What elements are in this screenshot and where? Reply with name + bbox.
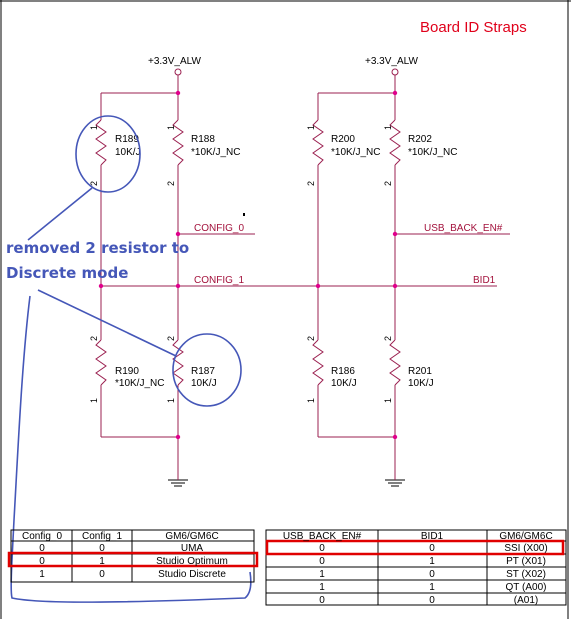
right-table-highlight-row <box>265 539 565 556</box>
pin-number: 1 <box>166 398 176 403</box>
pin-number: 1 <box>306 398 316 403</box>
left-table-highlight-row <box>7 551 259 568</box>
pin-number: 2 <box>89 181 99 186</box>
right-table-cell: SSI (X00) <box>504 543 547 554</box>
right-table-header: USB_BACK_EN# <box>283 531 362 542</box>
left-table-text: Config_0 Config_1 GM6/GM6C 0 0 UMA 0 1 S… <box>22 531 228 580</box>
pointer-line <box>37 289 177 357</box>
net-usb-back-en-label: USB_BACK_EN# <box>424 223 503 234</box>
left-table-cell: 1 <box>39 569 45 580</box>
r200-name: R200 <box>331 134 355 145</box>
right-circuit <box>255 68 510 465</box>
junction <box>315 283 321 289</box>
junction <box>175 283 181 289</box>
left-table-header: Config_1 <box>82 531 122 542</box>
junction <box>392 434 398 440</box>
right-table-header: BID1 <box>421 531 444 542</box>
power-label-left: +3.3V_ALW <box>148 56 201 67</box>
r189-name: R189 <box>115 134 139 145</box>
pin-number: 1 <box>306 125 316 130</box>
left-table-header: Config_0 <box>22 531 62 542</box>
net-bid1-label: BID1 <box>473 275 496 286</box>
ground-symbol-right <box>385 465 405 487</box>
right-table-cell: 0 <box>319 543 325 554</box>
pin-number: 1 <box>89 398 99 403</box>
pin-number: 2 <box>306 181 316 186</box>
left-table-cell: 1 <box>99 556 105 567</box>
right-table-cell: 1 <box>319 582 325 593</box>
junction <box>175 434 181 440</box>
left-table-cell: 0 <box>39 556 45 567</box>
right-table-cell: 0 <box>319 556 325 567</box>
annotation-drawings <box>10 115 252 603</box>
right-table-header: GM6/GM6C <box>499 531 552 542</box>
right-table-cell: 0 <box>429 595 435 606</box>
junction <box>392 283 398 289</box>
junction <box>392 231 398 237</box>
left-table-cell: Studio Discrete <box>158 569 226 580</box>
right-table-cell: PT (X01) <box>506 556 546 567</box>
ground-symbol-left <box>168 465 188 487</box>
net-config1-label: CONFIG_1 <box>194 275 244 286</box>
junction <box>98 283 104 289</box>
power-label-right: +3.3V_ALW <box>365 56 418 67</box>
left-table-cell: Studio Optimum <box>156 556 228 567</box>
r186-value: 10K/J <box>331 378 357 389</box>
r202-value: *10K/J_NC <box>408 147 457 158</box>
highlight-circle-r189 <box>75 115 141 193</box>
r186-name: R186 <box>331 366 355 377</box>
pin-number: 2 <box>306 336 316 341</box>
right-table-cell: QT (A00) <box>506 582 547 593</box>
right-table-cell: (A01) <box>514 595 538 606</box>
r190-value: *10K/J_NC <box>115 378 164 389</box>
left-table-header: GM6/GM6C <box>165 531 218 542</box>
pin-number: 1 <box>383 125 393 130</box>
power-pin-left <box>174 68 182 76</box>
r187-value: 10K/J <box>191 378 217 389</box>
highlight-circle-r187 <box>172 333 242 407</box>
annotation-line-1: removed 2 resistor to <box>6 239 189 257</box>
junction <box>175 90 181 96</box>
r189-value: 10K/J <box>115 147 141 158</box>
r201-value: 10K/J <box>408 378 434 389</box>
left-table-cell: 0 <box>39 543 45 554</box>
right-table-cell: 0 <box>429 569 435 580</box>
pin-number: 2 <box>383 181 393 186</box>
right-table-cell: 1 <box>429 556 435 567</box>
r190-name: R190 <box>115 366 139 377</box>
r201-name: R201 <box>408 366 432 377</box>
left-circuit <box>95 68 255 465</box>
right-table-text: USB_BACK_EN# BID1 GM6/GM6C 0 0 SSI (X00)… <box>283 531 553 606</box>
r187-name: R187 <box>191 366 215 377</box>
pointer-line <box>27 187 93 241</box>
junction <box>175 231 181 237</box>
right-table-cell: ST (X02) <box>506 569 546 580</box>
right-table-cell: 0 <box>319 595 325 606</box>
stray-dot <box>243 213 245 216</box>
right-table-cell: 1 <box>319 569 325 580</box>
r188-value: *10K/J_NC <box>191 147 240 158</box>
diagram-title: Board ID Straps <box>420 19 527 36</box>
right-table-cell: 1 <box>429 582 435 593</box>
pin-number: 2 <box>383 336 393 341</box>
left-table-cell: UMA <box>181 543 204 554</box>
pin-number: 1 <box>166 125 176 130</box>
r202-name: R202 <box>408 134 432 145</box>
r188-name: R188 <box>191 134 215 145</box>
junction <box>392 90 398 96</box>
annotation-line-2: Discrete mode <box>6 264 128 282</box>
net-config0-label: CONFIG_0 <box>194 223 244 234</box>
pin-number: 2 <box>166 336 176 341</box>
right-table-cell: 0 <box>429 543 435 554</box>
pin-number: 1 <box>383 398 393 403</box>
power-pin-right <box>391 68 399 76</box>
pin-number: 2 <box>166 181 176 186</box>
pin-number: 1 <box>89 125 99 130</box>
bracket-line <box>10 295 252 603</box>
left-table-cell: 0 <box>99 569 105 580</box>
pin-number: 2 <box>89 336 99 341</box>
left-table-cell: 0 <box>99 543 105 554</box>
r200-value: *10K/J_NC <box>331 147 380 158</box>
